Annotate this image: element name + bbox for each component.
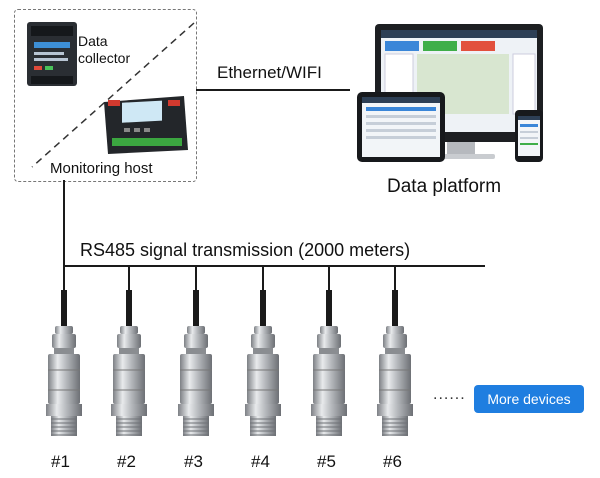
more-devices-button[interactable]: More devices bbox=[474, 385, 584, 413]
drop-1 bbox=[63, 265, 65, 291]
drop-6 bbox=[394, 265, 396, 291]
sensor-label-1: #1 bbox=[51, 452, 70, 471]
data-platform-label: Data platform bbox=[387, 176, 502, 197]
ethernet-label: Ethernet/WIFI bbox=[217, 63, 322, 82]
sensor-label-2: #2 bbox=[117, 452, 136, 471]
sensor-label-6: #6 bbox=[383, 452, 402, 471]
sensor-1 bbox=[46, 290, 82, 436]
drop-3 bbox=[195, 265, 197, 291]
drop-5 bbox=[328, 265, 330, 291]
system-box bbox=[14, 9, 197, 182]
data-platform-image bbox=[357, 24, 543, 162]
sensor-label-5: #5 bbox=[317, 452, 336, 471]
sensor-4 bbox=[245, 290, 281, 436]
data-collector-image bbox=[27, 22, 77, 86]
drop-2 bbox=[128, 265, 130, 291]
sensor-3 bbox=[178, 290, 214, 436]
collector-label: Data collector bbox=[78, 33, 130, 67]
collector-label-line2: collector bbox=[78, 50, 131, 66]
collector-label-line1: Data bbox=[78, 33, 108, 49]
ethernet-link-line bbox=[196, 89, 350, 91]
rs485-label: RS485 signal transmission (2000 meters) bbox=[80, 240, 411, 260]
monitoring-host-image bbox=[104, 96, 188, 154]
host-to-bus-line bbox=[63, 180, 65, 267]
system-divider bbox=[31, 22, 195, 168]
monitoring-host-label: Monitoring host bbox=[50, 160, 153, 177]
sensor-5 bbox=[311, 290, 347, 436]
sensor-6 bbox=[377, 290, 413, 436]
sensor-label-4: #4 bbox=[251, 452, 270, 471]
more-dots: ...... bbox=[433, 386, 466, 403]
rs485-bus-line bbox=[63, 265, 485, 267]
sensor-2 bbox=[111, 290, 147, 436]
drop-4 bbox=[262, 265, 264, 291]
sensor-label-3: #3 bbox=[184, 452, 203, 471]
